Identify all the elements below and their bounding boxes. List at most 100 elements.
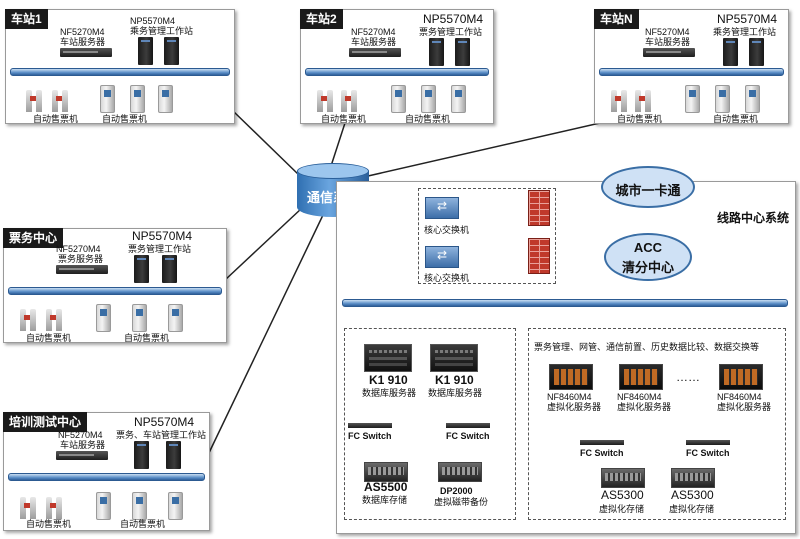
ticket-center-tvm-icon xyxy=(168,304,183,332)
firewall-icon xyxy=(528,238,550,274)
station-2-ws-model: NP5570M4 xyxy=(423,12,484,26)
training-center-bus xyxy=(8,473,205,481)
station-n-server-icon xyxy=(643,48,695,57)
station-2-server-model: NF5270M4 xyxy=(351,27,396,37)
link-training-center xyxy=(206,214,324,458)
fc-switch-icon xyxy=(348,423,392,428)
as5300-model: AS5300 xyxy=(671,488,714,502)
station-2-server-role: 车站服务器 xyxy=(351,37,397,47)
link-stationn xyxy=(367,122,601,177)
as5300-model: AS5300 xyxy=(601,488,644,502)
db-server-model: K1 910 xyxy=(435,373,474,387)
training-center-title: 培训测试中心 xyxy=(3,412,88,432)
dp2000-role: 虚拟磁带备份 xyxy=(434,497,489,507)
virt-server-icon xyxy=(719,364,763,390)
db-server-icon xyxy=(430,344,478,372)
virt-server-role: 虚拟化服务器 xyxy=(617,402,672,412)
services-label: 票务管理、网管、通信前置、历史数据比较、数据交换等 xyxy=(534,342,760,352)
database-group xyxy=(344,328,516,520)
station-1-gate-icon xyxy=(52,88,68,112)
dp2000-backup-icon xyxy=(438,462,482,482)
training-center-tvm-icon xyxy=(96,492,111,520)
training-center-tvm-label: 自动售票机 xyxy=(120,519,166,529)
training-center-panel: 培训测试中心 NF5270M4 车站服务器 NP5570M4 票务、车站管理工作… xyxy=(3,412,210,531)
station-n-server-role: 车站服务器 xyxy=(645,37,691,47)
station-2-server-icon xyxy=(349,48,401,57)
core-switch-label: 核心交换机 xyxy=(424,225,470,235)
station-1-ws-model: NP5570M4 xyxy=(130,16,176,26)
station-2-workstation-icon xyxy=(429,38,444,66)
link-ticket-center xyxy=(224,207,303,281)
training-center-workstation-icon xyxy=(134,441,149,469)
ticket-center-bus xyxy=(8,287,222,295)
db-server-role: 数据库服务器 xyxy=(428,388,483,398)
ticket-center-ws-role: 票务管理工作站 xyxy=(128,244,192,254)
station-1-server-model: NF5270M4 xyxy=(60,27,105,37)
virt-ellipsis: …… xyxy=(676,370,700,384)
station-2-ws-role: 票务管理工作站 xyxy=(419,27,483,37)
training-center-tvm-icon xyxy=(168,492,183,520)
station-n-bus xyxy=(599,68,784,76)
db-server-model: K1 910 xyxy=(369,373,408,387)
station-2-tvm-label: 自动售票机 xyxy=(405,114,451,124)
training-center-server-icon xyxy=(56,451,108,460)
core-switch-label: 核心交换机 xyxy=(424,273,470,283)
virt-server-icon xyxy=(619,364,663,390)
station-n-ws-model: NP5570M4 xyxy=(717,12,778,26)
acc-label-line2: 清分中心 xyxy=(621,260,674,275)
station-1-tvm-label: 自动售票机 xyxy=(102,114,148,124)
station-1-bus xyxy=(10,68,230,76)
ticket-center-server-icon xyxy=(56,265,108,274)
link-station1 xyxy=(231,109,301,177)
training-center-server-role: 车站服务器 xyxy=(60,440,106,450)
ticket-center-panel: 票务中心 NF5270M4 票务服务器 NP5570M4 票务管理工作站 自动售… xyxy=(3,228,227,343)
station-1-tvm-icon xyxy=(130,85,145,113)
virt-server-model: NF8460M4 xyxy=(717,392,762,402)
core-switch-group xyxy=(418,188,556,284)
station-2-bus xyxy=(305,68,489,76)
station-1-ws-role: 乘务管理工作站 xyxy=(130,26,194,36)
ticket-center-ws-model: NP5570M4 xyxy=(132,229,193,243)
station-n-gate-label: 自动售票机 xyxy=(617,114,663,124)
city-card-label: 城市一卡通 xyxy=(615,183,681,198)
station-n-tvm-icon xyxy=(715,85,730,113)
station-n-server-model: NF5270M4 xyxy=(645,27,690,37)
ticket-center-server-model: NF5270M4 xyxy=(56,244,101,254)
station-n-gate-icon xyxy=(611,88,627,112)
virt-server-role: 虚拟化服务器 xyxy=(717,402,772,412)
core-switch-icon xyxy=(425,246,459,268)
station-n-workstation-icon xyxy=(723,38,738,66)
station-1-server-role: 车站服务器 xyxy=(60,37,106,47)
as5500-role: 数据库存储 xyxy=(362,495,408,505)
fc-switch-label: FC Switch xyxy=(580,448,624,458)
station-2-title: 车站2 xyxy=(300,9,343,29)
ticket-center-title: 票务中心 xyxy=(3,228,64,248)
station-2-tvm-icon xyxy=(421,85,436,113)
virt-server-icon xyxy=(549,364,593,390)
station-2-workstation-icon xyxy=(455,38,470,66)
fc-switch-icon xyxy=(686,440,730,445)
station-1-tvm-icon xyxy=(158,85,173,113)
station-2-tvm-icon xyxy=(391,85,406,113)
training-center-server-model: NF5270M4 xyxy=(58,430,103,440)
ticket-center-tvm-icon xyxy=(96,304,111,332)
line-center-bus xyxy=(342,299,788,307)
virt-server-role: 虚拟化服务器 xyxy=(547,402,602,412)
station-n-title: 车站N xyxy=(594,9,639,29)
station-n-panel: 车站N NF5270M4 车站服务器 NP5570M4 乘务管理工作站 自动售票… xyxy=(594,9,789,124)
ticket-center-workstation-icon xyxy=(134,255,149,283)
db-server-icon xyxy=(364,344,412,372)
db-server-role: 数据库服务器 xyxy=(362,388,417,398)
line-center-panel: 线路中心系统 xyxy=(336,181,796,534)
training-center-gate-icon xyxy=(20,495,36,519)
station-n-tvm-label: 自动售票机 xyxy=(713,114,759,124)
fc-switch-icon xyxy=(580,440,624,445)
fc-switch-label: FC Switch xyxy=(348,431,392,441)
station-1-server-icon xyxy=(60,48,112,57)
station-1-gate-icon xyxy=(26,88,42,112)
training-center-gate-label: 自动售票机 xyxy=(26,519,72,529)
link-station2 xyxy=(330,122,346,167)
virtualization-group xyxy=(528,328,786,520)
fc-switch-label: FC Switch xyxy=(446,431,490,441)
acc-label-line1: ACC xyxy=(633,240,663,255)
